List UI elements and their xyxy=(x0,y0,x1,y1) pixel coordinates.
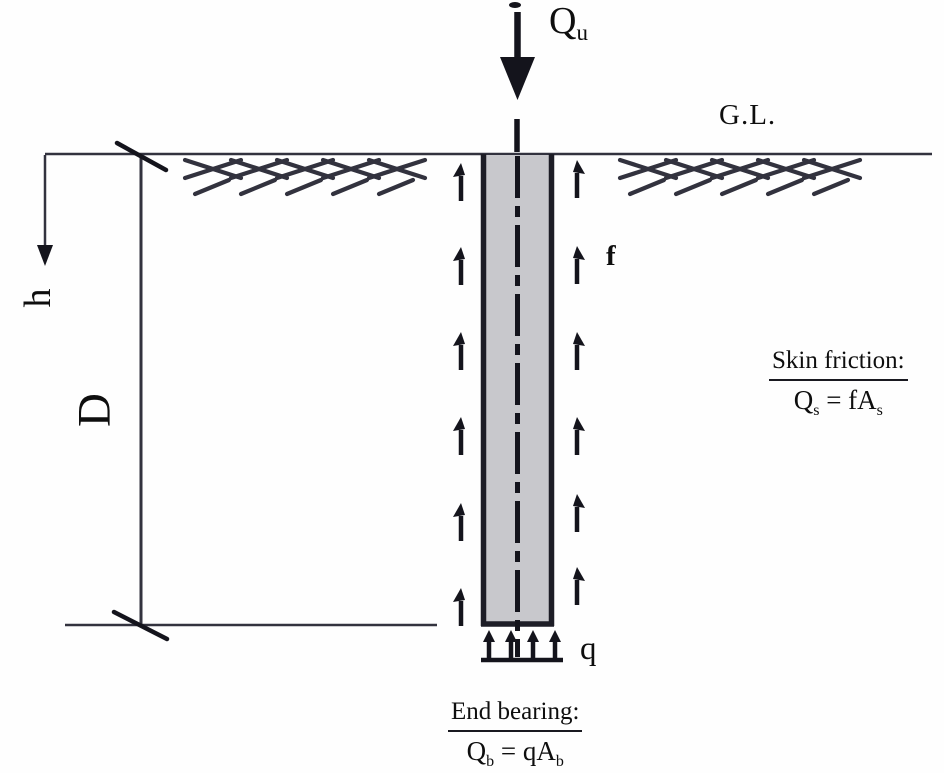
soil-hatch-left xyxy=(182,157,428,197)
applied-load-label: Qu xyxy=(549,2,588,44)
dimension-tick-bottom xyxy=(111,609,170,642)
end-bearing-arrows xyxy=(481,630,563,663)
hatch-stroke xyxy=(228,157,290,181)
skin-friction-arrow xyxy=(573,332,585,370)
hatch-stroke xyxy=(755,157,817,181)
hatch-stroke xyxy=(330,177,370,197)
skin-friction-arrow xyxy=(453,247,465,285)
skin-friction-arrow xyxy=(453,503,465,541)
load-subscript: u xyxy=(576,20,588,45)
soil-hatch-right xyxy=(617,157,863,197)
end-bearing-arrow xyxy=(483,630,495,660)
hatch-stroke xyxy=(274,157,336,181)
end-bearing-title: End bearing: xyxy=(448,698,583,732)
dimension-tick-top xyxy=(114,140,169,173)
skin-friction-equation: Skin friction: Qs = fAs xyxy=(769,347,908,420)
hatch-stroke xyxy=(376,177,416,197)
hatch-stroke xyxy=(238,177,278,197)
end-bearing-arrow xyxy=(549,630,561,660)
end-bearing-formula: Qb = qAb xyxy=(466,736,564,770)
hatch-stroke xyxy=(801,157,863,181)
hatch-stroke xyxy=(673,177,713,197)
skin-friction-arrow xyxy=(573,246,585,284)
skin-friction-arrow xyxy=(453,163,465,201)
depth-label: D xyxy=(68,393,121,427)
ground-level-label: G.L. xyxy=(719,99,777,131)
hatch-stroke xyxy=(192,177,232,197)
hatch-stroke xyxy=(284,177,324,197)
h-dimension-arrow xyxy=(37,155,53,266)
hatch-stroke xyxy=(663,157,725,181)
hatch-stroke xyxy=(366,157,428,181)
hatch-stroke xyxy=(617,157,679,181)
skin-friction-arrow xyxy=(453,417,465,455)
end-bearing-arrow xyxy=(505,630,517,660)
skin-friction-arrow xyxy=(573,567,585,605)
skin-friction-arrows-right xyxy=(573,160,585,605)
skin-friction-arrow xyxy=(573,160,585,198)
skin-friction-arrows-left xyxy=(453,163,465,626)
hatch-stroke xyxy=(719,177,759,197)
hatch-stroke xyxy=(811,177,851,197)
hatch-stroke xyxy=(627,177,667,197)
bearing-stress-label: q xyxy=(580,631,597,667)
load-symbol: Q xyxy=(549,0,577,42)
end-bearing-arrow xyxy=(527,630,539,660)
hatch-stroke xyxy=(709,157,771,181)
skin-friction-title: Skin friction: xyxy=(769,347,908,381)
skin-friction-arrow xyxy=(453,332,465,370)
end-bearing-equation: End bearing: Qb = qAb xyxy=(448,698,583,771)
unit-friction-label: f xyxy=(606,240,616,272)
hatch-stroke xyxy=(765,177,805,197)
embedment-label: h xyxy=(17,288,59,308)
applied-load-arrow xyxy=(500,2,535,152)
pile xyxy=(480,154,555,657)
skin-friction-arrow xyxy=(453,588,465,626)
depth-dimension-line xyxy=(65,140,437,642)
hatch-stroke xyxy=(320,157,382,181)
hatch-stroke xyxy=(182,157,244,181)
skin-friction-arrow xyxy=(573,494,585,532)
skin-friction-arrow xyxy=(573,417,585,455)
skin-friction-formula: Qs = fAs xyxy=(793,385,883,419)
